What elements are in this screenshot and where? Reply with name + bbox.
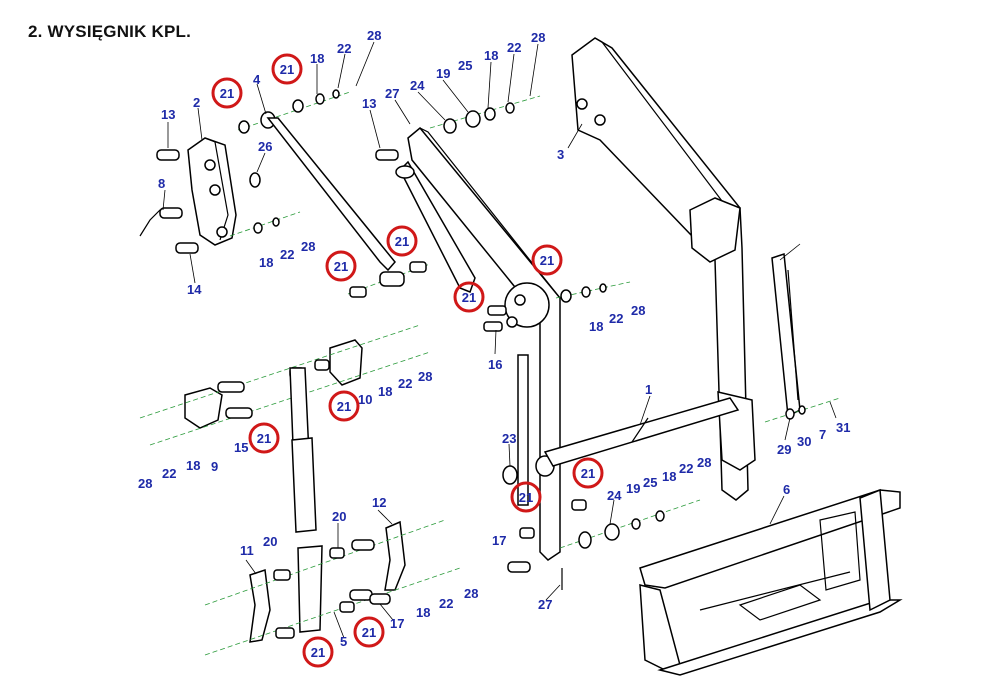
part-labels: 13 2 4 18 22 28 26 8 14 18 22 28 13 27 2… xyxy=(138,28,850,649)
part-label: 10 xyxy=(358,392,372,407)
part-label: 26 xyxy=(258,139,272,154)
leader-lines xyxy=(162,41,837,639)
part-label: 16 xyxy=(488,357,502,372)
upright-frame-right xyxy=(543,37,841,501)
part-label: 18 xyxy=(378,384,392,399)
callout-label: 21 xyxy=(462,290,476,305)
part-label: 18 xyxy=(662,469,676,484)
part-label: 5 xyxy=(340,634,347,649)
part-label: 24 xyxy=(607,488,622,503)
part-label: 22 xyxy=(162,466,176,481)
part-label: 28 xyxy=(697,455,711,470)
part-label: 22 xyxy=(280,247,294,262)
part-label: 18 xyxy=(310,51,324,66)
callout-21: 21 xyxy=(510,481,542,513)
page-title: 2. WYSIĘGNIK KPL. xyxy=(28,22,192,41)
part-label: 17 xyxy=(390,616,404,631)
part-label: 22 xyxy=(609,311,623,326)
callout-label: 21 xyxy=(280,62,294,77)
callout-label: 21 xyxy=(334,259,348,274)
part-label: 30 xyxy=(797,434,811,449)
callout-21: 21 xyxy=(531,244,563,276)
part-label: 28 xyxy=(367,28,381,43)
part-label: 11 xyxy=(240,543,254,558)
part-label: 1 xyxy=(645,382,652,397)
part-label: 28 xyxy=(418,369,432,384)
part-label: 2 xyxy=(193,95,200,110)
callout-21: 21 xyxy=(248,422,280,454)
callout-21: 21 xyxy=(211,77,243,109)
part-label: 22 xyxy=(337,41,351,56)
callout-21: 21 xyxy=(328,390,360,422)
part-label: 18 xyxy=(589,319,603,334)
part-label: 28 xyxy=(531,30,545,45)
callout-label: 21 xyxy=(311,645,325,660)
part-label: 17 xyxy=(492,533,506,548)
callout-label: 21 xyxy=(581,466,595,481)
callout-label: 21 xyxy=(519,490,533,505)
part-label: 9 xyxy=(211,459,218,474)
callout-21: 21 xyxy=(271,53,303,85)
part-label: 27 xyxy=(538,597,552,612)
part-label: 3 xyxy=(557,147,564,162)
part-label: 4 xyxy=(253,72,261,87)
callout-21: 21 xyxy=(302,636,334,668)
callout-label: 21 xyxy=(257,431,271,446)
part-label: 29 xyxy=(777,442,791,457)
part-label: 19 xyxy=(626,481,640,496)
callout-21: 21 xyxy=(386,225,418,257)
part-label: 28 xyxy=(138,476,152,491)
part-label: 15 xyxy=(234,440,248,455)
part-label: 22 xyxy=(679,461,693,476)
callout-label: 21 xyxy=(395,234,409,249)
part-label: 6 xyxy=(783,482,790,497)
part-label: 18 xyxy=(416,605,430,620)
part-label: 7 xyxy=(819,427,826,442)
part-label: 31 xyxy=(836,420,850,435)
part-label: 25 xyxy=(458,58,472,73)
callout-label: 21 xyxy=(220,86,234,101)
part-label: 14 xyxy=(187,282,202,297)
callout-label: 21 xyxy=(362,625,376,640)
bracket-assembly-topleft xyxy=(139,89,431,298)
highlighted-callouts: 21 21 21 21 21 21 21 21 21 21 21 21 xyxy=(211,53,604,668)
part-label: 20 xyxy=(332,509,346,524)
callout-21: 21 xyxy=(325,250,357,282)
linkage-assembly-lowerleft xyxy=(139,324,461,656)
part-label: 13 xyxy=(161,107,175,122)
callout-label: 21 xyxy=(540,253,554,268)
part-label: 22 xyxy=(398,376,412,391)
part-label: 23 xyxy=(502,431,516,446)
tool-frame-bottomright xyxy=(639,488,903,676)
part-label: 8 xyxy=(158,176,165,191)
part-label: 13 xyxy=(362,96,376,111)
callout-21: 21 xyxy=(453,281,485,313)
part-label: 28 xyxy=(301,239,315,254)
part-label: 18 xyxy=(186,458,200,473)
part-label: 25 xyxy=(643,475,657,490)
part-label: 18 xyxy=(484,48,498,63)
callout-label: 21 xyxy=(337,399,351,414)
callout-21: 21 xyxy=(353,616,385,648)
part-label: 28 xyxy=(631,303,645,318)
part-label: 22 xyxy=(439,596,453,611)
part-label: 18 xyxy=(259,255,273,270)
part-label: 22 xyxy=(507,40,521,55)
boom-arm-main xyxy=(375,95,701,590)
part-label: 27 xyxy=(385,86,399,101)
part-label: 20 xyxy=(263,534,277,549)
part-label: 24 xyxy=(410,78,425,93)
part-label: 12 xyxy=(372,495,386,510)
part-label: 19 xyxy=(436,66,450,81)
callout-21: 21 xyxy=(572,457,604,489)
part-label: 28 xyxy=(464,586,478,601)
